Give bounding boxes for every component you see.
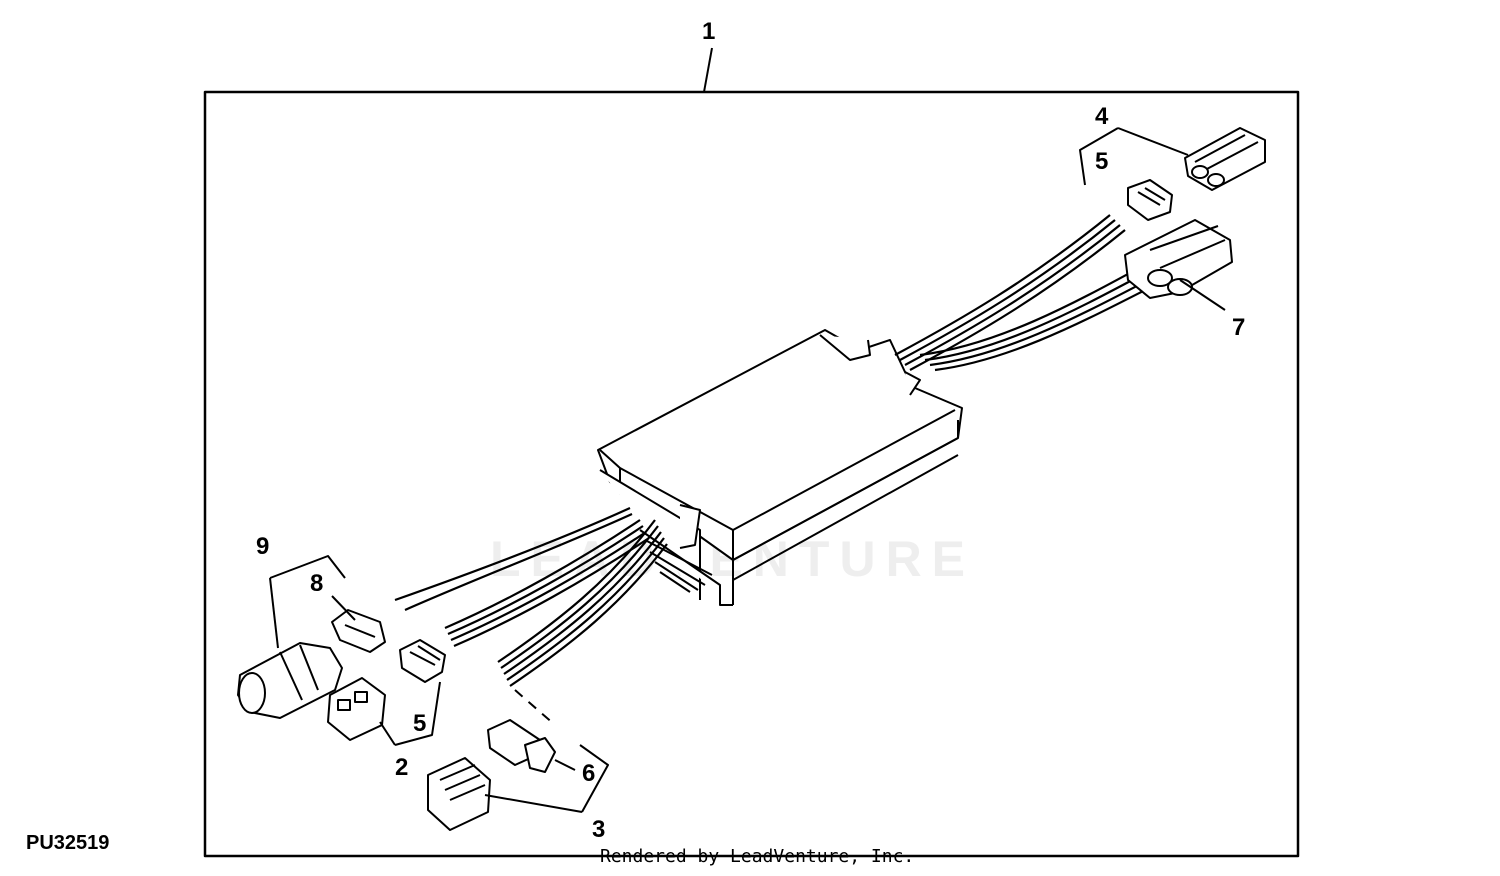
kit-frame [203,90,1300,858]
callout-5-top: 5 [1095,148,1109,175]
connector-7 [1124,219,1233,299]
callout-1: 1 [702,18,716,45]
clip-8 [331,609,386,653]
lock-6 [487,719,556,773]
bracket-2 [394,681,441,746]
leader-6 [554,759,576,771]
wires-right [894,214,1166,372]
lock-5-top [1127,179,1173,221]
render-credit: Rendered by LeadVenture, Inc. [600,846,915,867]
figure-id: PU32519 [26,832,110,854]
leader-7 [1179,279,1226,311]
callout-6: 6 [582,760,596,787]
callout-5-left: 5 [413,710,427,737]
connector-4 [1184,127,1266,191]
callout-8: 8 [310,570,324,597]
callout-2: 2 [395,754,409,781]
bracket-6 [579,744,609,813]
bracket-4 [1079,127,1119,186]
callout-7: 7 [1232,314,1246,341]
wires-left [394,506,668,687]
connector-3 [427,757,491,831]
callout-4: 4 [1095,103,1109,130]
leader-2 [379,721,396,746]
dash-6 [514,689,556,726]
connector-9 [237,642,343,719]
callout-9: 9 [256,533,270,560]
callout-3: 3 [592,816,606,843]
leader-4 [1117,127,1189,156]
lock-5-left [399,639,446,683]
leader-3 [484,794,583,813]
bracket-9 [269,555,346,579]
leader-9 [269,577,279,649]
leader-8 [331,595,356,621]
leader-1 [703,47,713,93]
